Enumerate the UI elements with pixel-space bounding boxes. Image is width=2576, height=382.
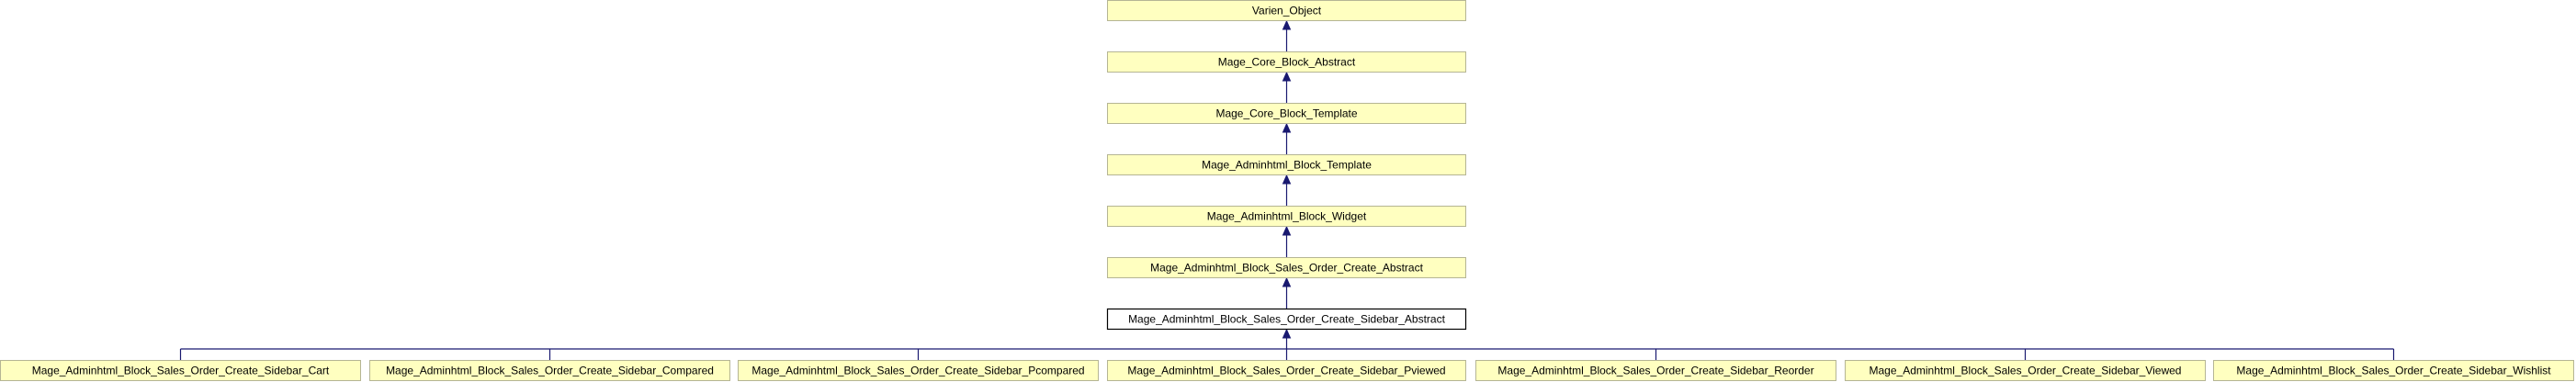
class-node-box [2213, 360, 2574, 381]
class-node-mage-adminhtml-block-sales-order-create-sidebar-wishlist[interactable]: Mage_Adminhtml_Block_Sales_Order_Create_… [2213, 360, 2574, 381]
class-node-box [1107, 0, 1466, 21]
class-node-label: Mage_Adminhtml_Block_Sales_Order_Create_… [2236, 365, 2551, 377]
class-node-box [369, 360, 730, 381]
class-node-box [1107, 51, 1466, 73]
class-node-label: Mage_Adminhtml_Block_Sales_Order_Create_… [1128, 313, 1446, 326]
inheritance-arrowhead [1282, 276, 1292, 287]
class-node-mage-adminhtml-block-sales-order-create-sidebar-pviewed[interactable]: Mage_Adminhtml_Block_Sales_Order_Create_… [1107, 360, 1466, 381]
class-node-box [738, 360, 1099, 381]
class-node-label: Mage_Adminhtml_Block_Sales_Order_Create_… [32, 365, 330, 377]
class-node-box [1107, 154, 1466, 175]
class-node-mage-adminhtml-block-sales-order-create-abstract[interactable]: Mage_Adminhtml_Block_Sales_Order_Create_… [1107, 257, 1466, 278]
class-node-mage-adminhtml-block-sales-order-create-sidebar-pcompared[interactable]: Mage_Adminhtml_Block_Sales_Order_Create_… [738, 360, 1099, 381]
class-node-mage-adminhtml-block-template[interactable]: Mage_Adminhtml_Block_Template [1107, 154, 1466, 175]
class-node-mage-adminhtml-block-sales-order-create-sidebar-viewed[interactable]: Mage_Adminhtml_Block_Sales_Order_Create_… [1845, 360, 2206, 381]
class-node-box [1845, 360, 2206, 381]
inheritance-arrowhead [1282, 328, 1292, 339]
class-node-mage-adminhtml-block-sales-order-create-sidebar-cart[interactable]: Mage_Adminhtml_Block_Sales_Order_Create_… [0, 360, 361, 381]
class-node-label: Varien_Object [1252, 5, 1322, 17]
class-node-label: Mage_Adminhtml_Block_Sales_Order_Create_… [1870, 365, 2182, 377]
class-node-label: Mage_Core_Block_Abstract [1218, 56, 1356, 69]
class-node-mage-adminhtml-block-widget[interactable]: Mage_Adminhtml_Block_Widget [1107, 206, 1466, 227]
class-node-mage-adminhtml-block-sales-order-create-sidebar-compared[interactable]: Mage_Adminhtml_Block_Sales_Order_Create_… [369, 360, 730, 381]
class-node-box [1107, 103, 1466, 124]
inheritance-arrowhead [1282, 19, 1292, 30]
class-node-label: Mage_Core_Block_Template [1215, 107, 1357, 120]
class-node-label: Mage_Adminhtml_Block_Sales_Order_Create_… [386, 365, 714, 377]
edges [179, 19, 2395, 360]
class-node-label: Mage_Adminhtml_Block_Sales_Order_Create_… [1127, 365, 1445, 377]
class-node-box [1106, 308, 1467, 331]
class-node-label: Mage_Adminhtml_Block_Sales_Order_Create_… [751, 365, 1084, 377]
class-node-mage-adminhtml-block-sales-order-create-sidebar-abstract: Mage_Adminhtml_Block_Sales_Order_Create_… [1106, 308, 1467, 331]
class-node-mage-core-block-abstract[interactable]: Mage_Core_Block_Abstract [1107, 51, 1466, 73]
class-node-mage-core-block-template[interactable]: Mage_Core_Block_Template [1107, 103, 1466, 124]
class-node-box [0, 360, 361, 381]
class-node-box [1475, 360, 1836, 381]
inheritance-arrowhead [1282, 71, 1292, 82]
class-node-box [1107, 206, 1466, 227]
inheritance-arrowhead [1282, 225, 1292, 236]
class-node-label: Mage_Adminhtml_Block_Widget [1207, 210, 1367, 223]
class-node-label: Mage_Adminhtml_Block_Sales_Order_Create_… [1497, 365, 1813, 377]
class-node-box [1107, 360, 1466, 381]
inheritance-arrowhead [1282, 174, 1292, 185]
class-node-label: Mage_Adminhtml_Block_Sales_Order_Create_… [1150, 262, 1423, 275]
inheritance-arrowhead [1282, 122, 1292, 133]
class-node-label: Mage_Adminhtml_Block_Template [1202, 159, 1372, 172]
class-node-box [1107, 257, 1466, 278]
class-node-mage-adminhtml-block-sales-order-create-sidebar-reorder[interactable]: Mage_Adminhtml_Block_Sales_Order_Create_… [1475, 360, 1836, 381]
class-node-varien-object[interactable]: Varien_Object [1107, 0, 1466, 21]
